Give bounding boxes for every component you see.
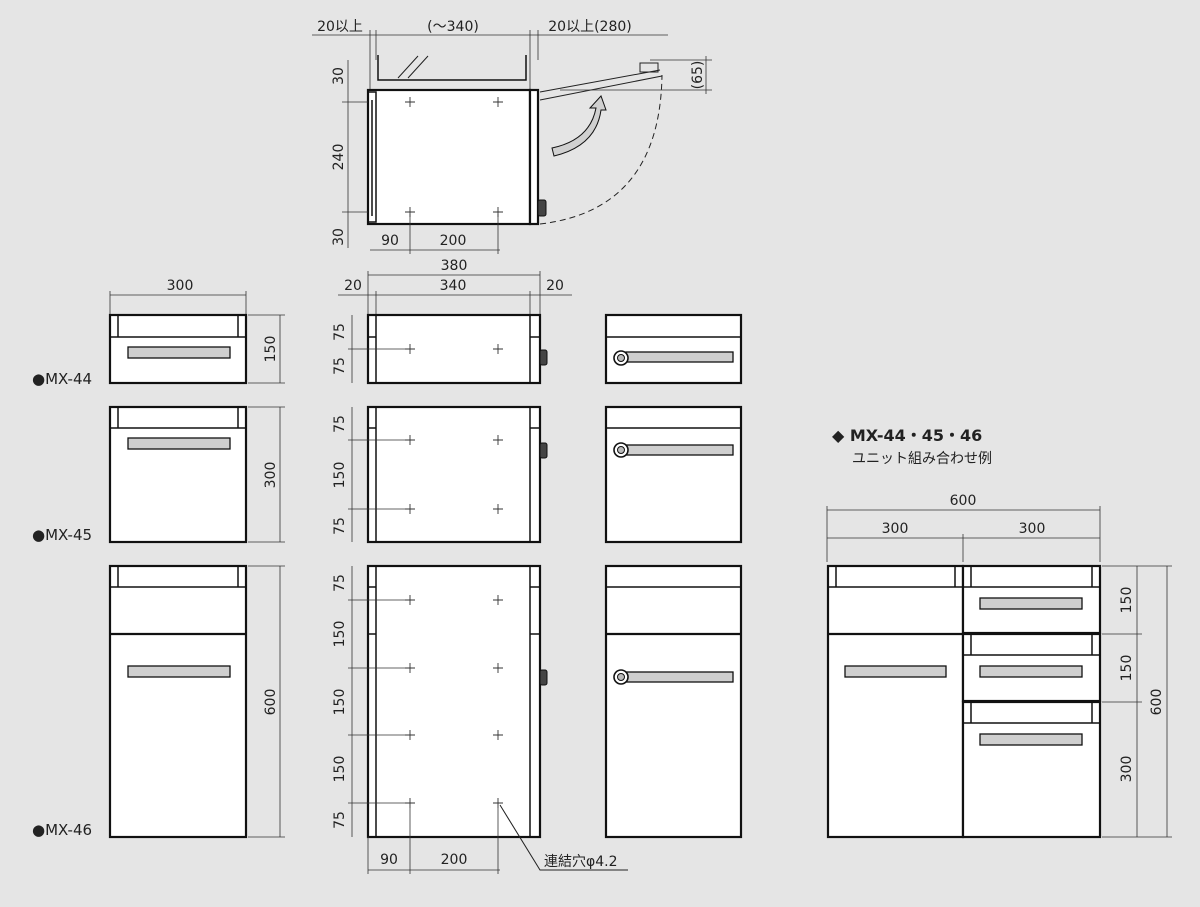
mx46-row-3: 150 xyxy=(332,756,348,783)
side-left-margin: 20 xyxy=(344,278,362,294)
name-plate xyxy=(625,671,734,683)
mx46-model-label: ●MX-46 xyxy=(32,821,92,839)
mx45-body xyxy=(108,405,248,544)
mx46-body xyxy=(108,564,248,839)
mx46-rear xyxy=(604,564,743,839)
combo-row-2: 300 xyxy=(1119,756,1135,783)
combo-row-0: 150 xyxy=(1119,587,1135,614)
mail-slot xyxy=(127,665,231,678)
combo-right-width: 300 xyxy=(1019,521,1046,537)
mx45-rear xyxy=(604,405,743,544)
mx45-row-2: 75 xyxy=(332,517,348,535)
mx44-model-label: ●MX-44 xyxy=(32,370,92,388)
mx45-front: 300 ●MX-45 xyxy=(32,405,285,544)
side-bottom-a: 90 xyxy=(380,852,398,868)
top-view-body xyxy=(366,88,532,226)
hole-note: 連結穴φ4.2 xyxy=(544,854,618,870)
mx46-front: 600 ●MX-46 xyxy=(32,564,285,839)
lock-core xyxy=(617,673,625,681)
clearance-right-label: 20以上(280) xyxy=(548,19,631,35)
name-plate xyxy=(625,351,734,363)
side-total-width: 380 xyxy=(441,258,468,274)
combo-right-unit-3 xyxy=(961,700,1102,839)
combo-title: ◆ MX-44・45・46 xyxy=(832,426,982,445)
mx45-row-0: 75 xyxy=(332,415,348,433)
mx45-row-1: 150 xyxy=(332,462,348,489)
top-view-h-a: 90 xyxy=(381,233,399,249)
mx44-height-label: 150 xyxy=(263,336,279,363)
mail-slot xyxy=(844,665,947,678)
mx46-row-2: 150 xyxy=(332,689,348,716)
mx46-side: 75 150 150 150 75 90 200 連結穴φ4.2 xyxy=(332,564,628,874)
lock-core xyxy=(617,354,625,362)
lock-knob-icon xyxy=(539,669,548,686)
mx46-row-0: 75 xyxy=(332,574,348,592)
depth-range-label: (～340) xyxy=(427,19,479,35)
lock-core xyxy=(617,446,625,454)
top-view-v-mid: 240 xyxy=(331,144,347,171)
side-views: 380 20 340 20 75 75 xyxy=(332,258,628,874)
lock-knob-icon xyxy=(539,442,548,459)
side-bottom-b: 200 xyxy=(441,852,468,868)
mx44-rear xyxy=(604,313,743,385)
clearance-left-label: 20以上 xyxy=(317,19,363,35)
mx44-front: 150 ●MX-44 xyxy=(32,313,285,388)
mx45-model-label: ●MX-45 xyxy=(32,526,92,544)
side-right-margin: 20 xyxy=(546,278,564,294)
combo-left-width: 300 xyxy=(882,521,909,537)
top-view-door xyxy=(528,88,540,226)
top-view-v-top: 30 xyxy=(331,67,347,85)
hatch-line xyxy=(407,55,429,79)
mx45-side: 75 150 75 xyxy=(332,405,548,544)
mx44-rear-body xyxy=(604,313,743,385)
front-views: 300 150 ●MX-44 300 ●MX-45 xyxy=(32,278,285,839)
top-view-v-bot: 30 xyxy=(331,228,347,246)
mx45-rear-body xyxy=(604,405,743,544)
hatch-line xyxy=(397,55,419,79)
rear-views xyxy=(604,313,743,839)
mx44-side: 75 75 xyxy=(332,313,548,385)
top-view: 20以上 (～340) 20以上(280) (65) 30 240 30 xyxy=(312,19,712,254)
combination-example: ◆ MX-44・45・46 ユニット組み合わせ例 600 300 300 xyxy=(826,426,1172,839)
combo-left-unit xyxy=(826,564,965,839)
mx46-row-4: 75 xyxy=(332,811,348,829)
top-handle xyxy=(377,55,527,81)
combo-total-height: 600 xyxy=(1149,689,1165,716)
side-inner-width: 340 xyxy=(440,278,467,294)
lock-knob-icon xyxy=(537,199,547,217)
top-view-side-panel xyxy=(367,91,377,223)
name-plate xyxy=(625,444,734,456)
mx45-height-label: 300 xyxy=(263,462,279,489)
mx44-row-1: 75 xyxy=(332,357,348,375)
top-view-h-b: 200 xyxy=(440,233,467,249)
connection-holes xyxy=(405,435,503,514)
connection-holes xyxy=(405,344,503,354)
mx44-row-0: 75 xyxy=(332,323,348,341)
connection-holes xyxy=(405,97,503,217)
mail-slot xyxy=(979,665,1083,678)
connection-holes xyxy=(405,595,503,808)
mx46-side-body xyxy=(366,564,542,839)
mx46-height-label: 600 xyxy=(263,689,279,716)
mail-slot xyxy=(979,597,1083,610)
mail-slot xyxy=(979,733,1083,746)
door-swing-arc xyxy=(539,74,663,225)
combo-row-1: 150 xyxy=(1119,655,1135,682)
door-open-knob xyxy=(639,62,659,73)
mx46-rear-body xyxy=(604,564,743,839)
lock-knob-icon xyxy=(539,349,548,366)
combo-total-width: 600 xyxy=(950,493,977,509)
mail-slot xyxy=(127,437,231,450)
door-lift-label: (65) xyxy=(690,61,706,90)
door-open-line xyxy=(539,75,663,101)
mx46-row-1: 150 xyxy=(332,621,348,648)
door-open-line xyxy=(539,69,661,93)
rotation-arrow-icon xyxy=(551,95,607,157)
mx45-side-body xyxy=(366,405,542,544)
combo-subtitle: ユニット組み合わせ例 xyxy=(852,451,992,467)
leader-line xyxy=(499,804,628,871)
front-width-label: 300 xyxy=(167,278,194,294)
mail-slot xyxy=(127,346,231,359)
